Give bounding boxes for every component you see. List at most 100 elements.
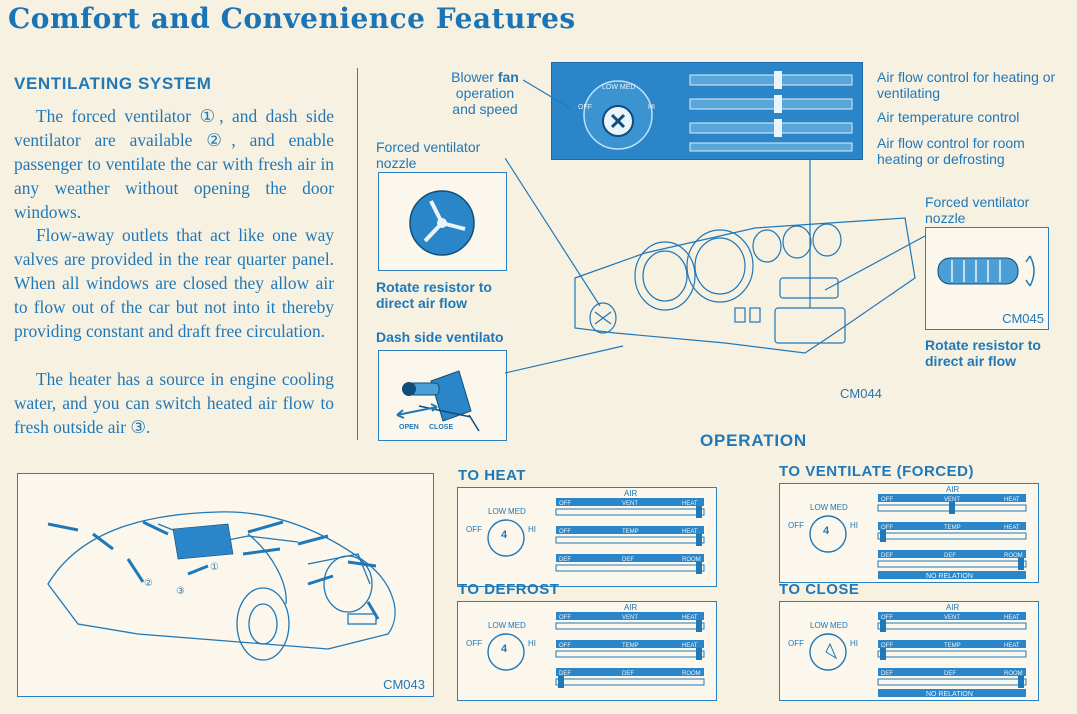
svg-text:OFF: OFF [559, 501, 571, 507]
slider-knob-def [558, 676, 564, 688]
dial-off: OFF [788, 521, 804, 530]
dial-med: MED [830, 503, 848, 512]
fan-dial-icon [809, 515, 847, 553]
forced-vent-label: Forced ventilator nozzle [376, 139, 481, 171]
slider-track-def [555, 678, 705, 686]
svg-text:OFF: OFF [559, 529, 571, 535]
slider-label-bar-air [878, 494, 1026, 502]
svg-text:OFF: OFF [559, 643, 571, 649]
section-heading: VENTILATING SYSTEM [14, 74, 212, 93]
fan-dial-icon [809, 633, 847, 671]
svg-text:①: ① [210, 562, 219, 573]
heater-control-art: LOW MED OFF HI [578, 71, 853, 152]
page-title: Comfort and Convenience Features [8, 2, 576, 35]
forced-vent-box [378, 172, 507, 271]
svg-text:OFF: OFF [881, 525, 893, 531]
paragraph-1: The forced ventilator ①, and dash side v… [14, 106, 334, 222]
svg-text:OFF: OFF [881, 615, 893, 621]
slider-track-temp [877, 650, 1027, 658]
svg-text:HEAT: HEAT [1004, 525, 1020, 531]
dash-side-label: Dash side ventilato [376, 329, 504, 345]
svg-text:OFF: OFF [559, 615, 571, 621]
slider-knob-air [696, 506, 702, 518]
slider-label-bar-def [556, 668, 704, 676]
svg-text:CLOSE: CLOSE [429, 424, 453, 431]
operation-title: OPERATION [700, 431, 808, 450]
svg-text:HEAT: HEAT [682, 643, 698, 649]
code-cm045: CM045 [1002, 311, 1044, 326]
dial-low: LOW [488, 507, 507, 516]
svg-text:VENT: VENT [622, 501, 638, 507]
code-cm043: CM043 [383, 677, 425, 692]
fan-speed: 4 [501, 643, 508, 655]
svg-text:OFF: OFF [881, 497, 893, 503]
dial-hi: HI [850, 521, 858, 530]
svg-text:DEF: DEF [622, 671, 634, 677]
svg-text:HEAT: HEAT [682, 501, 698, 507]
fan-speed: 4 [501, 529, 508, 541]
svg-text:VENT: VENT [944, 615, 960, 621]
dial-off: OFF [466, 525, 482, 534]
slider-label-bar-temp [878, 640, 1026, 648]
paragraph-2: Flow-away outlets that act like one way … [14, 225, 334, 341]
svg-text:HEAT: HEAT [1004, 497, 1020, 503]
no-relation-bar [878, 689, 1026, 697]
svg-text:TEMP: TEMP [944, 525, 961, 531]
slider-track-temp [877, 532, 1027, 540]
svg-text:③: ③ [176, 586, 185, 597]
svg-text:OPEN: OPEN [399, 424, 419, 431]
slider-knob-air [696, 620, 702, 632]
svg-text:ROOM: ROOM [1004, 671, 1023, 677]
dial-hi: HI [528, 639, 536, 648]
fan-dial-icon [487, 633, 525, 671]
svg-text:DEF: DEF [944, 671, 956, 677]
slider-label-bar-temp [556, 526, 704, 534]
svg-text:DEF: DEF [559, 671, 571, 677]
fan-pointer-icon [825, 642, 838, 660]
svg-text:HEAT: HEAT [682, 529, 698, 535]
slider-knob-air [880, 620, 886, 632]
slider-label-bar-def [878, 550, 1026, 558]
dash-side-box: OPEN CLOSE [378, 350, 507, 441]
svg-text:DEF: DEF [559, 557, 571, 563]
no-relation-label: NO RELATION [926, 573, 973, 580]
heading-to-defrost: TO DEFROST [458, 581, 560, 598]
right-nozzle-label: Forced ventilator nozzle [925, 194, 1030, 226]
slider-label-bar-temp [878, 522, 1026, 530]
dial-hi: HI [850, 639, 858, 648]
heading-to-close: TO CLOSE [779, 581, 860, 598]
slider-track-air [877, 622, 1027, 630]
label-airflow-heating: Air flow control for heating or ventilat… [877, 69, 1056, 101]
slider-label-bar-air [878, 612, 1026, 620]
slider-track-air [555, 622, 705, 630]
svg-text:ROOM: ROOM [682, 557, 701, 563]
svg-text:TEMP: TEMP [622, 643, 639, 649]
slider-track-temp [555, 536, 705, 544]
dial-low: LOW [810, 621, 829, 630]
dial-med: MED [508, 621, 526, 630]
heading-to-ventilate: TO VENTILATE (FORCED) [779, 463, 974, 480]
slider-air-label: AIR [946, 603, 960, 612]
svg-text:HI: HI [648, 104, 655, 111]
svg-text:VENT: VENT [944, 497, 960, 503]
slider-knob-def [696, 562, 702, 574]
slider-track-def [877, 678, 1027, 686]
svg-text:ROOM: ROOM [682, 671, 701, 677]
rotate-resistor-label: Rotate resistor to direct air flow [376, 279, 492, 311]
dashboard-illustration [505, 158, 925, 374]
cylinder-nozzle-icon [937, 257, 1019, 285]
slider-track-def [877, 560, 1027, 568]
dial-low: LOW [810, 503, 829, 512]
slider-label-bar-temp [556, 640, 704, 648]
car-illustration-box: ① ② ③ CM043 [17, 473, 434, 697]
paragraph-3: The heater has a source in engine coolin… [14, 369, 334, 437]
svg-text:DEF: DEF [881, 553, 893, 559]
dial-off: OFF [788, 639, 804, 648]
